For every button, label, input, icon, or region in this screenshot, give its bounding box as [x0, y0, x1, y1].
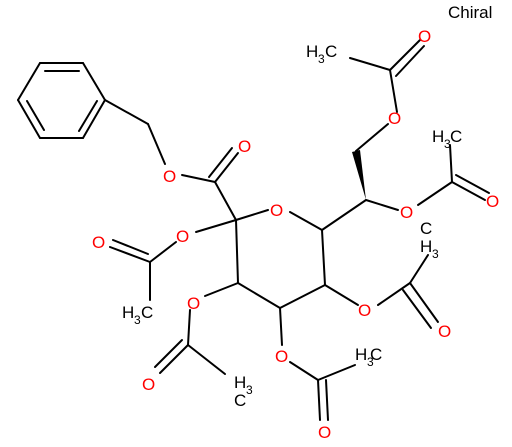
svg-text:3: 3 — [444, 137, 451, 151]
svg-text:C: C — [420, 219, 432, 238]
svg-text:C: C — [141, 303, 153, 322]
atom-o-c5: O — [358, 301, 371, 320]
svg-text:H: H — [234, 373, 246, 392]
svg-text:3: 3 — [432, 247, 439, 261]
ch3-c7: H C 3 — [432, 127, 462, 151]
ch3-c4: H C 3 — [355, 345, 382, 369]
atom-o-c3: O — [187, 294, 200, 313]
c6-sidechain — [321, 123, 399, 231]
svg-text:C: C — [325, 42, 337, 61]
c8-acetoxy — [349, 39, 425, 113]
atom-o-c2-carbonyl: O — [92, 233, 105, 252]
svg-text:3: 3 — [246, 383, 253, 397]
atom-o-c3-carbonyl: O — [142, 375, 155, 394]
svg-text:3: 3 — [134, 313, 141, 327]
svg-text:C: C — [370, 345, 382, 364]
svg-text:C: C — [450, 127, 462, 146]
atom-o-carbonyl-c1: O — [238, 137, 251, 156]
svg-text:H: H — [355, 345, 367, 364]
svg-text:H: H — [306, 42, 318, 61]
atom-o-c7-carbonyl: O — [486, 192, 499, 211]
atom-o-c2: O — [176, 227, 189, 246]
svg-text:3: 3 — [318, 52, 325, 66]
svg-text:H: H — [420, 237, 432, 256]
c2-acetoxy — [109, 219, 237, 301]
c7-acetoxy — [417, 144, 490, 206]
atom-o-ester: O — [163, 167, 176, 186]
atom-o-c8-carbonyl: O — [418, 27, 431, 46]
atom-o-c7: O — [400, 203, 413, 222]
ch3-c5: H C 3 — [420, 219, 439, 261]
ch3-c8: H 3 C — [306, 42, 337, 66]
c5-acetoxy — [324, 254, 439, 329]
svg-text:H: H — [432, 127, 444, 146]
ch3-c3: H C 3 — [234, 373, 253, 410]
ester-carbonyl — [181, 147, 239, 221]
atom-o-c5-carbonyl: O — [438, 322, 451, 341]
benzene-ring — [17, 62, 106, 139]
pyranose-ring — [235, 209, 326, 309]
svg-text:H: H — [122, 303, 134, 322]
atom-o-c8: O — [388, 109, 401, 128]
c4-acetoxy — [279, 307, 356, 421]
ch3-c2: H 3 C — [122, 303, 153, 327]
chiral-label: Chiral — [448, 3, 492, 22]
svg-text:C: C — [234, 391, 246, 410]
atom-o-ring: O — [270, 201, 283, 220]
c3-acetoxy — [154, 282, 239, 375]
benzyl-linker — [104, 99, 166, 165]
atom-o-c4-carbonyl: O — [318, 423, 331, 442]
svg-text:3: 3 — [367, 355, 374, 369]
atom-o-c4: O — [275, 347, 288, 366]
